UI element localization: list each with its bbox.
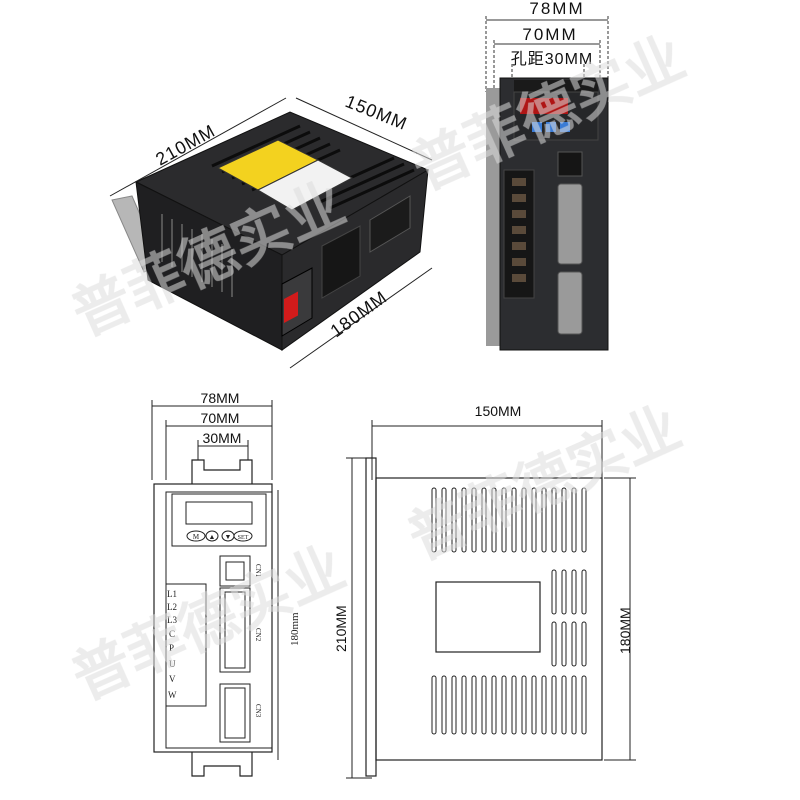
terminal-block [321,225,361,299]
cn3-label: CN3 [254,704,262,718]
watermarks: 普菲德实业 普菲德实业 普菲德实业 普菲德实业 [62,23,695,713]
side-vent-slots [161,214,233,297]
button-set [233,530,253,542]
button-up-label: ▲ [209,533,216,541]
drawing-display-window [185,501,253,525]
front-drawing-dim-lines [151,400,279,760]
drawing-cn3-port [219,683,251,743]
button-up [205,530,219,542]
connector-port [369,195,411,253]
front-cn1-port [557,151,583,177]
front-cn3-port [557,271,583,335]
drawing-cn2-inner [224,591,246,669]
button-down-label: ▼ [225,533,232,541]
side-middle-vents [551,569,587,667]
front-cn2-port [557,183,583,265]
drawing-cn2-port [219,587,251,673]
side-dim-right: 180MM [617,607,633,654]
terminal-label-l1: L1 [167,589,177,599]
dim-width-label: 150MM [343,91,411,134]
side-flange-plate [365,457,377,777]
side-body-outline [375,477,603,761]
watermark-3: 普菲德实业 [62,533,355,713]
side-bottom-vents [431,675,587,735]
watermark-4: 普菲德实业 [398,393,691,573]
front-button-down [546,122,556,132]
front-photo-dim-arrows [486,19,608,45]
led-display [284,291,298,323]
button-m [186,530,206,542]
front-button-up [532,122,542,132]
terminal-label-u: U [169,659,176,669]
drawing-panel-buttons: M ▲ ▼ SET [186,530,253,542]
button-m-label: M [193,533,200,541]
front-terminal-screws [512,178,526,282]
isometric-photo: 210MM 150MM 180MM [109,91,433,369]
bottom-mount-tab [191,752,253,777]
terminal-label-c: C [169,629,175,639]
cn2-label: CN2 [254,628,262,642]
model-label-strip [514,80,598,92]
front-photo-dim-lines [485,16,609,92]
front-dim-flange: 70MM [522,25,577,44]
terminal-labels: L1 L2 L3 C P U V W [167,589,177,700]
side-top-vents [431,487,587,553]
terminal-label-l3: L3 [167,615,177,625]
drawing-dim-height: 180mm [289,612,301,646]
side-drawing: 150MM 210MM 180MM [333,403,636,779]
front-button-set [560,122,570,132]
front-photo: 78MM 70MM 孔距30MM [485,0,609,351]
terminal-label-v: V [169,674,176,684]
drawing-display-panel [171,493,267,547]
drawing-dim-flange: 70MM [201,410,240,426]
drawing-dim-overall: 78MM [201,390,240,406]
drawing-cn3-inner [224,687,246,739]
cn1-label: CN1 [254,564,262,578]
top-mount-tab [191,459,253,484]
info-label [256,159,354,211]
front-drawing: 78MM 70MM 30MM 180mm M ▲ ▼ SET L1 L2 L3 … [151,390,301,777]
iso-dimension-lines [109,97,433,369]
drawing-dim-hole: 30MM [203,430,242,446]
drawing-cn1-inner [225,561,245,581]
terminal-label-p: P [169,643,174,653]
terminal-label-l2: L2 [167,602,177,612]
front-led-display [520,98,568,114]
side-dim-left: 210MM [333,605,349,652]
drawing-cn1-port [219,555,251,587]
front-dim-overall: 78MM [529,0,584,18]
side-window [435,581,541,653]
front-dim-hole: 孔距30MM [511,50,593,68]
terminal-label-w: W [168,690,177,700]
drawing-terminal-block [165,583,207,707]
button-set-label: SET [238,535,249,541]
side-dim-width: 150MM [475,403,522,419]
